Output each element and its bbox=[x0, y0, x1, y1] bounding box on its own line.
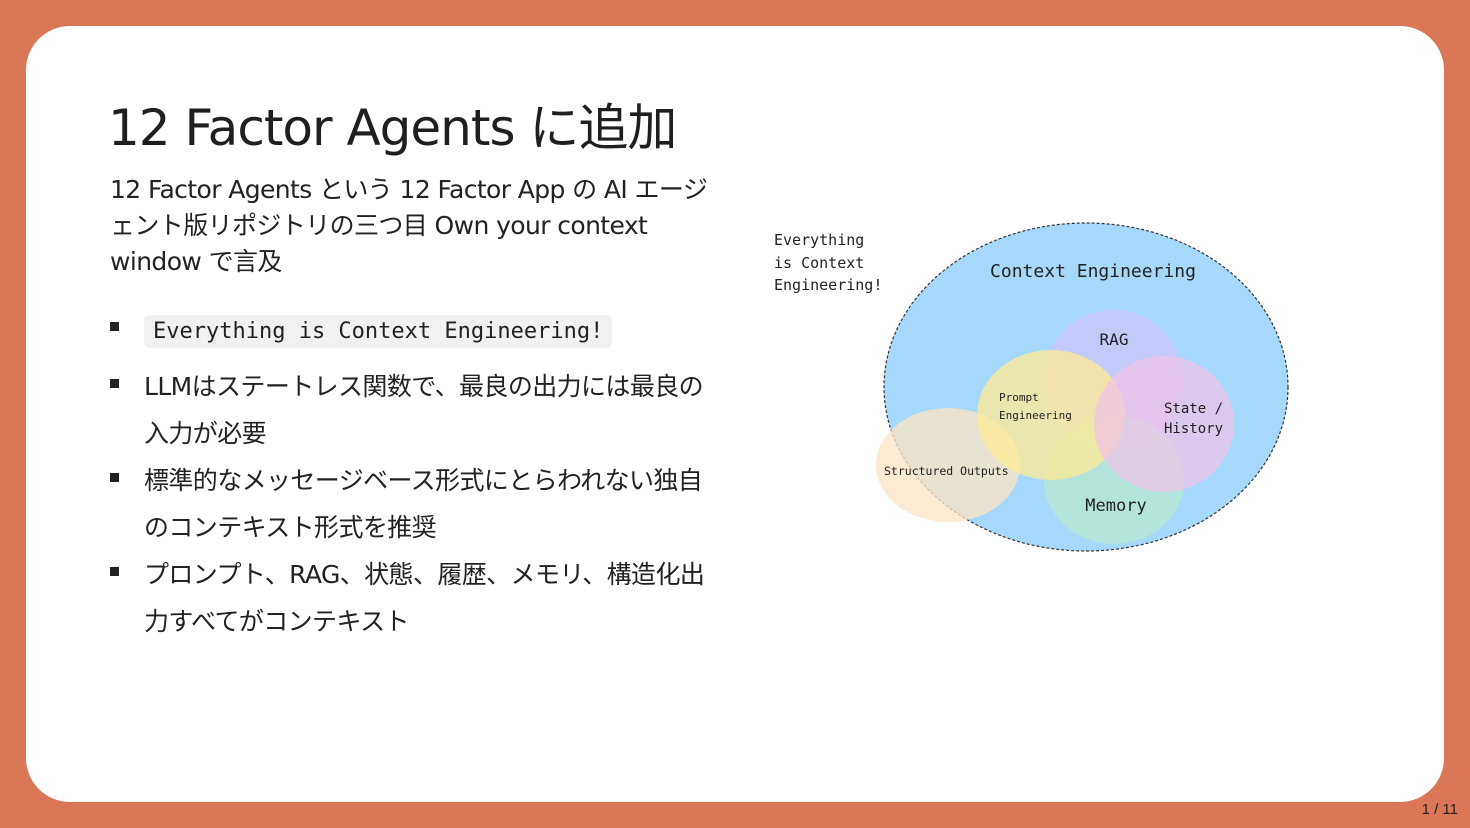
bullet-list: Everything is Context Engineering! LLMはス… bbox=[108, 306, 708, 645]
label-rag: RAG bbox=[1100, 330, 1129, 349]
outer-label: Context Engineering bbox=[990, 261, 1196, 282]
label-memory: Memory bbox=[1085, 496, 1146, 516]
corner-note: Everything is Context Engineering! bbox=[774, 231, 882, 294]
lead-paragraph: 12 Factor Agents という 12 Factor App の AI … bbox=[110, 175, 708, 276]
bullet-item: プロンプト、RAG、状態、履歴、メモリ、構造化出力すべてがコンテキスト bbox=[108, 551, 708, 645]
bullet-marker-icon bbox=[110, 567, 119, 576]
page-number: 1 / 11 bbox=[1421, 801, 1458, 818]
bullet-item: 標準的なメッセージベース形式にとらわれない独自のコンテキスト形式を推奨 bbox=[108, 457, 708, 551]
circle-state-history bbox=[1094, 356, 1234, 492]
label-state-history: State / History bbox=[1164, 401, 1231, 437]
corner-note-line: is Context bbox=[774, 254, 864, 272]
label-structured-outputs: Structured Outputs bbox=[884, 464, 1009, 478]
slide-title: 12 Factor Agents に追加 bbox=[108, 99, 677, 157]
context-engineering-diagram: Everything is Context Engineering! Conte… bbox=[766, 191, 1326, 561]
slide: 12 Factor Agents に追加 12 Factor Agents とい… bbox=[26, 26, 1444, 802]
circle-prompt-engineering bbox=[977, 350, 1125, 480]
bullet-text: 標準的なメッセージベース形式にとらわれない独自のコンテキスト形式を推奨 bbox=[144, 466, 703, 542]
corner-note-line: Everything bbox=[774, 231, 864, 249]
label-prompt-engineering: Prompt Engineering bbox=[999, 391, 1072, 422]
bullet-item: Everything is Context Engineering! bbox=[108, 306, 708, 355]
bullet-marker-icon bbox=[110, 322, 119, 331]
bullet-marker-icon bbox=[110, 473, 119, 482]
bullet-text: プロンプト、RAG、状態、履歴、メモリ、構造化出力すべてがコンテキスト bbox=[144, 560, 705, 636]
venn-diagram: Everything is Context Engineering! Conte… bbox=[774, 222, 1289, 552]
bullet-text: LLMはステートレス関数で、最良の出力には最良の入力が必要 bbox=[144, 372, 704, 448]
inline-code: Everything is Context Engineering! bbox=[144, 315, 613, 348]
corner-note-line: Engineering! bbox=[774, 276, 882, 294]
bullet-item: LLMはステートレス関数で、最良の出力には最良の入力が必要 bbox=[108, 363, 708, 457]
bullet-marker-icon bbox=[110, 379, 119, 388]
